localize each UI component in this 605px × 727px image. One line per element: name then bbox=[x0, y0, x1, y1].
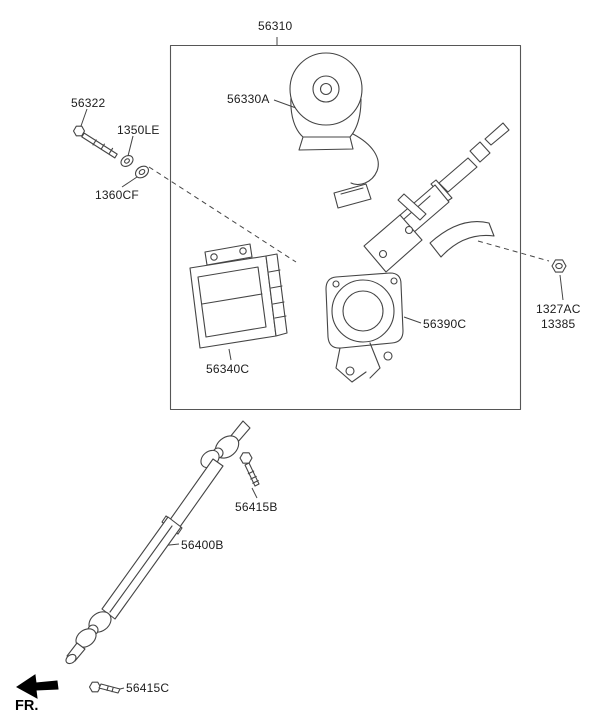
ecu-module-drawing bbox=[189, 243, 288, 349]
motor-assembly-drawing bbox=[289, 52, 379, 209]
label-56400b: 56400B bbox=[181, 538, 224, 552]
detail-box bbox=[169, 44, 522, 411]
label-1327ac: 1327AC bbox=[536, 302, 581, 316]
intermediate-shaft-drawing bbox=[65, 420, 251, 665]
assembly-dashed-lines bbox=[148, 166, 550, 263]
bolt-56415c-drawing bbox=[88, 681, 121, 694]
bolt-56322-drawing bbox=[72, 125, 118, 159]
label-13385: 13385 bbox=[541, 317, 576, 331]
washer-1350le-drawing bbox=[120, 155, 134, 167]
fr-direction-label: FR. bbox=[15, 698, 39, 714]
label-56415c: 56415C bbox=[126, 681, 170, 695]
label-1360cf: 1360CF bbox=[95, 188, 139, 202]
label-56330a: 56330A bbox=[227, 92, 270, 106]
bolt-56415b-drawing bbox=[239, 452, 260, 487]
label-56310: 56310 bbox=[258, 19, 293, 33]
label-1350le: 1350LE bbox=[117, 123, 160, 137]
label-56415b: 56415B bbox=[235, 500, 278, 514]
steering-column-drawing bbox=[363, 122, 510, 273]
gear-housing-drawing bbox=[325, 272, 404, 383]
label-56322: 56322 bbox=[71, 96, 106, 110]
label-56340c: 56340C bbox=[206, 362, 250, 376]
label-56390c: 56390C bbox=[423, 317, 467, 331]
fr-arrow bbox=[16, 674, 59, 699]
washer-1360cf-drawing bbox=[134, 165, 150, 179]
nut-1327ac-drawing bbox=[551, 259, 567, 273]
